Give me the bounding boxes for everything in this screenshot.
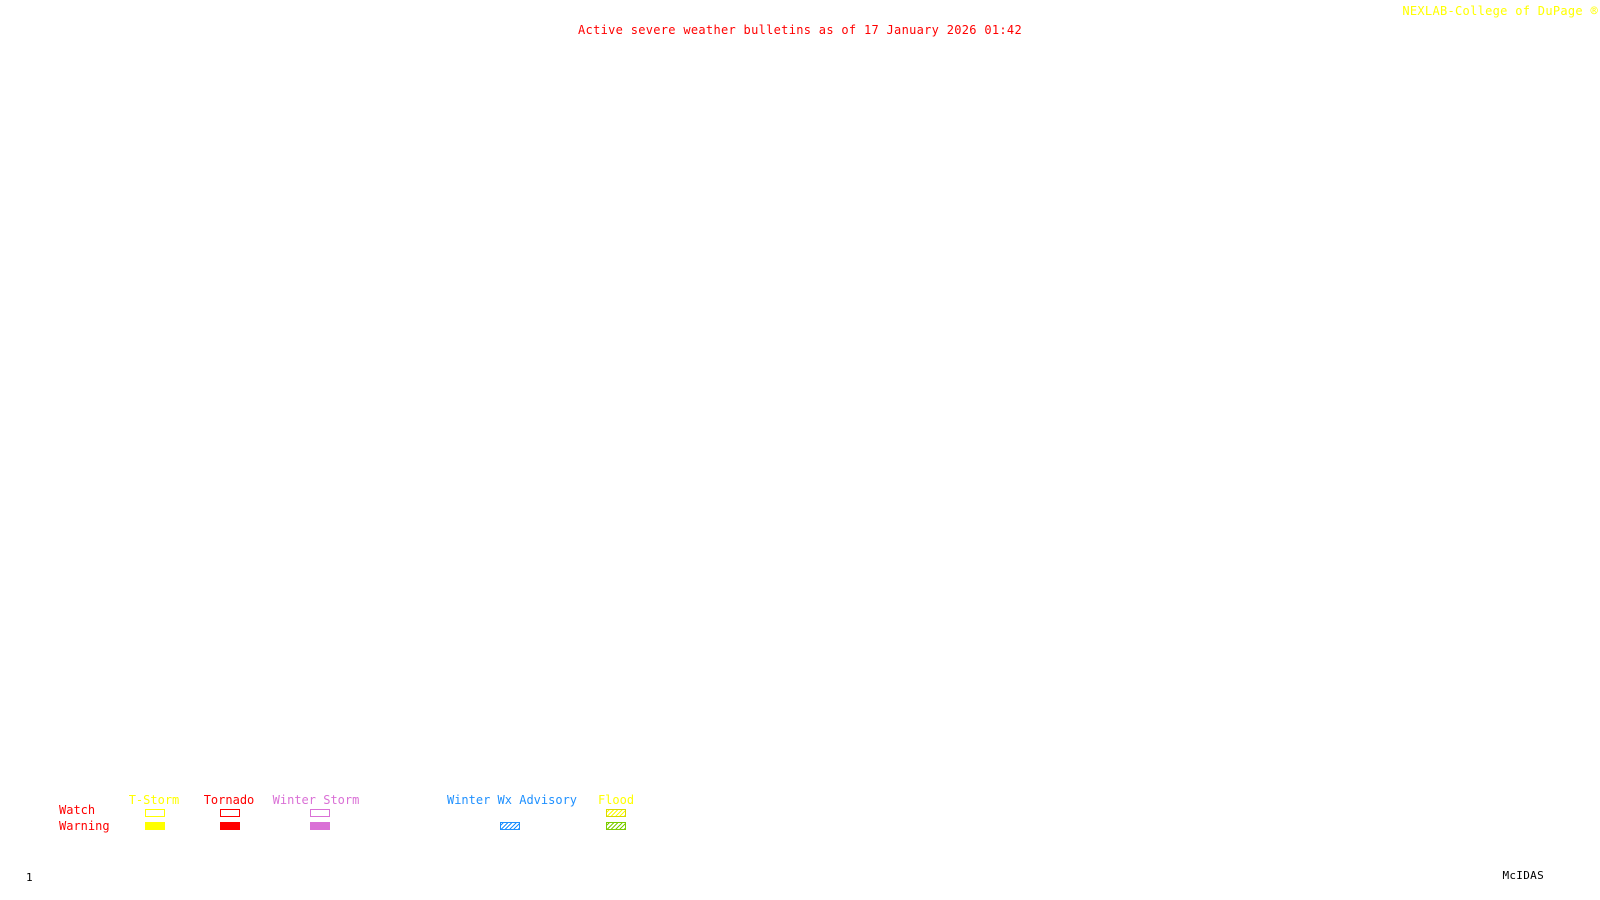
tornado-warning-swatch (220, 822, 240, 830)
frame-number: 1 (26, 871, 33, 884)
flood-warning-swatch (606, 822, 626, 830)
nexlab-credit: NEXLAB-College of DuPage ® (1402, 4, 1598, 18)
legend-winter-storm-heading: Winter Storm (272, 793, 360, 807)
legend-winter-advisory-heading: Winter Wx Advisory (446, 793, 578, 807)
winter-advisory-swatch (500, 822, 520, 830)
tornado-watch-swatch (220, 809, 240, 817)
map-area (0, 50, 1600, 780)
legend-watch-label: Watch (59, 803, 96, 817)
map-title: Active severe weather bulletins as of 17… (578, 23, 1022, 37)
winter-storm-watch-swatch (310, 809, 330, 817)
legend-tornado-heading: Tornado (203, 793, 255, 807)
winter-storm-warning-swatch (310, 822, 330, 830)
legend-flood-heading: Flood (597, 793, 635, 807)
tstorm-watch-swatch (145, 809, 165, 817)
legend-tstorm-heading: T-Storm (128, 793, 180, 807)
software-label: McIDAS (1502, 869, 1544, 882)
legend-warning-label: Warning (59, 819, 110, 833)
flood-watch-swatch (606, 809, 626, 817)
tstorm-warning-swatch (145, 822, 165, 830)
